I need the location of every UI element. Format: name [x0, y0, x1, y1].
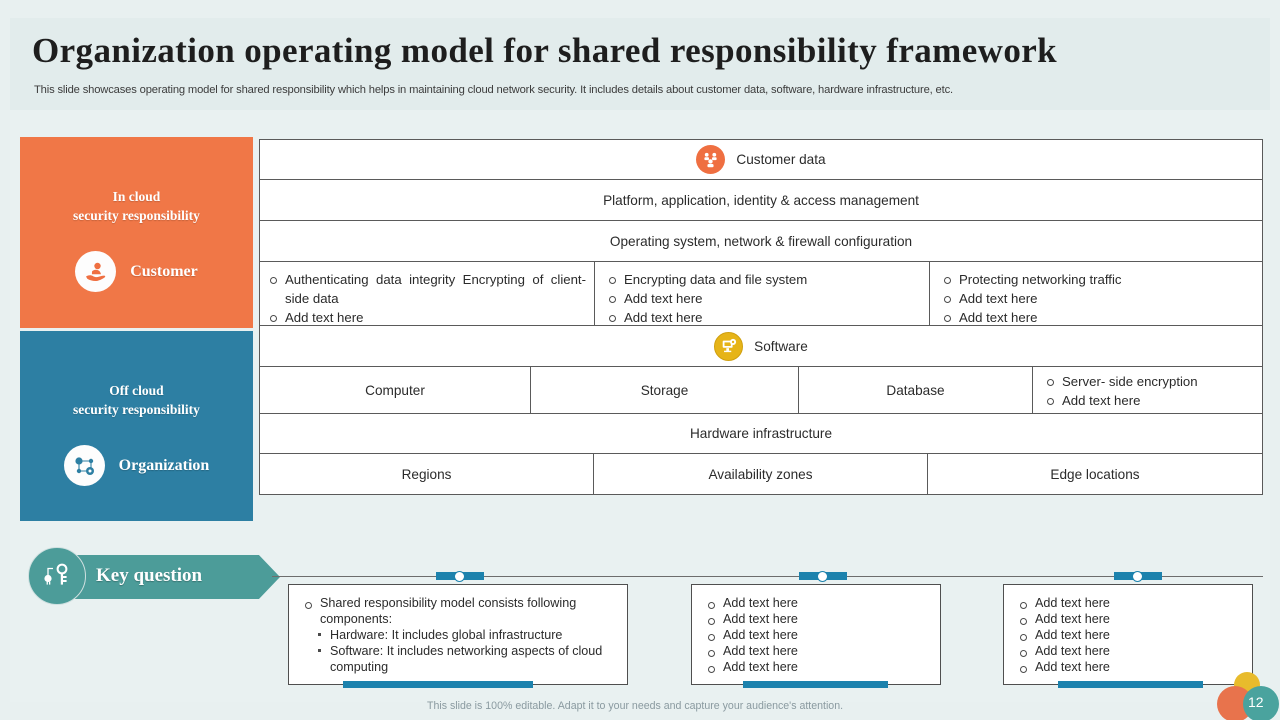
matrix-cell-operating-system: Operating system, network & firewall con… [609, 233, 913, 249]
hand-with-person-icon [75, 251, 117, 292]
panel-heading-line2: security responsibility [73, 208, 200, 223]
panel-heading-line2: security responsibility [73, 402, 200, 417]
matrix-cell-bullets-col2: Encrypting data and file system Add text… [595, 262, 930, 325]
slide-canvas: Organization operating model for shared … [10, 18, 1270, 702]
matrix-cell-bullets-col1: Authenticating data integrity Encrypting… [260, 262, 595, 325]
key-question-box-1[interactable]: Shared responsibility model consists fol… [288, 584, 628, 685]
footer-note: This slide is 100% editable. Adapt it to… [427, 700, 844, 712]
matrix-cell-software: Software [260, 326, 1262, 366]
list-item: Add text here [607, 289, 921, 308]
key-lock-icon [28, 547, 86, 605]
connector-line [272, 576, 1263, 577]
matrix-row-customer-bullets: Authenticating data integrity Encrypting… [259, 262, 1263, 326]
matrix-row-services: Computer Storage Database Server- side e… [259, 367, 1263, 414]
matrix-cell-database: Database [799, 367, 1033, 413]
list-item: Hardware: It includes global infrastruct… [317, 627, 619, 643]
matrix-row-customer-data: Customer data [259, 139, 1263, 180]
matrix-cell-platform: Platform, application, identity & access… [603, 192, 919, 208]
list-item: Add text here [1018, 627, 1244, 643]
matrix-cell-server-encryption: Server- side encryption Add text here [1033, 367, 1262, 413]
list-item: Add text here [268, 308, 586, 327]
matrix-cell-bullets-col3: Protecting networking traffic Add text h… [930, 262, 1262, 325]
matrix-cell-storage: Storage [531, 367, 799, 413]
panel-heading-off-cloud: Off cloud security responsibility [20, 381, 253, 419]
page-number: 12 [1248, 694, 1264, 710]
list-item: Authenticating data integrity Encrypting… [268, 270, 586, 308]
key-question-box-2[interactable]: Add text here Add text here Add text her… [691, 584, 941, 685]
page-subtitle: This slide showcases operating model for… [34, 84, 953, 96]
list-item: Protecting networking traffic [942, 270, 1254, 289]
software-monitor-gear-icon [714, 331, 744, 361]
page-title: Organization operating model for shared … [32, 31, 1058, 70]
network-nodes-icon [63, 445, 105, 486]
bullet-list-col3: Protecting networking traffic Add text h… [942, 270, 1254, 327]
matrix-row-software: Software [259, 326, 1263, 367]
matrix-label-software: Software [754, 338, 808, 354]
list-item: Add text here [942, 308, 1254, 327]
list-item: Add text here [1045, 391, 1254, 410]
panel-role-label-customer: Customer [130, 262, 198, 280]
list-item: Shared responsibility model consists fol… [303, 595, 619, 627]
key-question-banner[interactable]: Key question [18, 546, 280, 608]
matrix-row-platform: Platform, application, identity & access… [259, 180, 1263, 221]
bullet-list-box1: Shared responsibility model consists fol… [303, 595, 619, 627]
responsibility-matrix: Customer data Platform, application, ide… [259, 139, 1263, 495]
panel-off-cloud-responsibility[interactable]: Off cloud security responsibility Organi… [20, 331, 253, 521]
key-question-box-3[interactable]: Add text here Add text here Add text her… [1003, 584, 1253, 685]
panel-role-label-organization: Organization [118, 456, 210, 474]
matrix-row-locations: Regions Availability zones Edge location… [259, 454, 1263, 495]
panel-role-organization: Organization [20, 445, 253, 486]
panel-heading-line1: In cloud [112, 189, 161, 204]
matrix-cell-edge-locations: Edge locations [1050, 466, 1140, 482]
box-underline-2 [743, 681, 888, 688]
list-item: Add text here [706, 627, 932, 643]
matrix-cell-customer-data: Customer data [260, 140, 1262, 179]
list-item: Software: It includes networking aspects… [317, 643, 619, 675]
matrix-cell-availability-zones: Availability zones [594, 454, 928, 494]
list-item: Add text here [706, 643, 932, 659]
corner-circle-teal [1243, 686, 1279, 720]
box-underline-1 [343, 681, 533, 688]
list-item: Add text here [1018, 643, 1244, 659]
bullet-list-col2: Encrypting data and file system Add text… [607, 270, 921, 327]
sub-bullet-list-box1: Hardware: It includes global infrastruct… [317, 627, 619, 675]
panel-heading-line1: Off cloud [109, 383, 164, 398]
box-connector-dot-2 [817, 571, 828, 582]
matrix-row-operating-system: Operating system, network & firewall con… [259, 221, 1263, 262]
box-connector-dot-3 [1132, 571, 1143, 582]
key-question-label: Key question [96, 565, 203, 586]
bullet-list-box2: Add text here Add text here Add text her… [706, 595, 932, 675]
list-item: Add text here [1018, 611, 1244, 627]
list-item: Encrypting data and file system [607, 270, 921, 289]
panel-role-customer: Customer [20, 251, 253, 292]
bullet-list-server: Server- side encryption Add text here [1045, 372, 1254, 410]
matrix-cell-hardware: Hardware infrastructure [689, 426, 833, 441]
list-item: Add text here [607, 308, 921, 327]
bullet-list-box3: Add text here Add text here Add text her… [1018, 595, 1244, 675]
matrix-cell-regions: Regions [260, 454, 594, 494]
box-connector-dot-1 [454, 571, 465, 582]
bullet-list-col1: Authenticating data integrity Encrypting… [268, 270, 586, 327]
list-item: Add text here [706, 659, 932, 675]
list-item: Add text here [1018, 659, 1244, 675]
matrix-label-customer-data: Customer data [736, 152, 826, 167]
customer-data-icon [696, 145, 726, 174]
list-item: Add text here [942, 289, 1254, 308]
panel-in-cloud-responsibility[interactable]: In cloud security responsibility Custome… [20, 137, 253, 328]
list-item: Add text here [706, 611, 932, 627]
matrix-cell-computer: Computer [260, 367, 531, 413]
slide-header: Organization operating model for shared … [10, 18, 1270, 110]
list-item: Add text here [1018, 595, 1244, 611]
list-item: Add text here [706, 595, 932, 611]
list-item: Server- side encryption [1045, 372, 1254, 391]
page-number-decoration: 12 [1210, 668, 1280, 720]
box-underline-3 [1058, 681, 1203, 688]
matrix-row-hardware: Hardware infrastructure [259, 414, 1263, 454]
panel-heading-in-cloud: In cloud security responsibility [20, 187, 253, 225]
